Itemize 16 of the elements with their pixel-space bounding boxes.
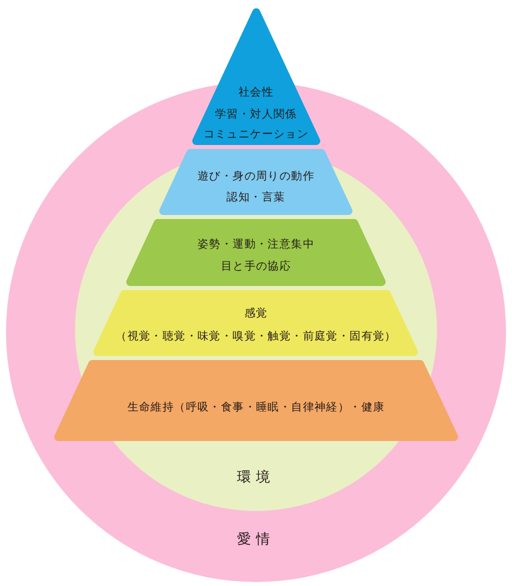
tier-label: （視覚・聴覚・味覚・嗅覚・触覚・前庭覚・固有覚） xyxy=(116,329,396,343)
pyramid-tier xyxy=(52,360,460,441)
tier-label: 認知・言葉 xyxy=(226,190,286,204)
circle-label: 環境 xyxy=(237,470,275,486)
pyramid-tier xyxy=(91,290,421,356)
pyramid-tier xyxy=(124,219,388,286)
tier-label: 社会性 xyxy=(238,85,274,99)
tier-label: コミュニケーション xyxy=(203,127,309,141)
tier-label: 生命維持（呼吸・食事・睡眠・自律神経）・健康 xyxy=(127,400,385,414)
circle-label: 愛情 xyxy=(237,532,275,548)
pyramid-tier xyxy=(157,149,355,215)
tier-label: 学習・対人関係 xyxy=(215,107,297,121)
tier-label: 感覚 xyxy=(244,306,268,320)
tier-label: 目と手の協応 xyxy=(220,259,292,273)
tier-label: 姿勢・運動・注意集中 xyxy=(197,237,314,251)
tier-label: 遊び・身の周りの動作 xyxy=(197,169,314,183)
